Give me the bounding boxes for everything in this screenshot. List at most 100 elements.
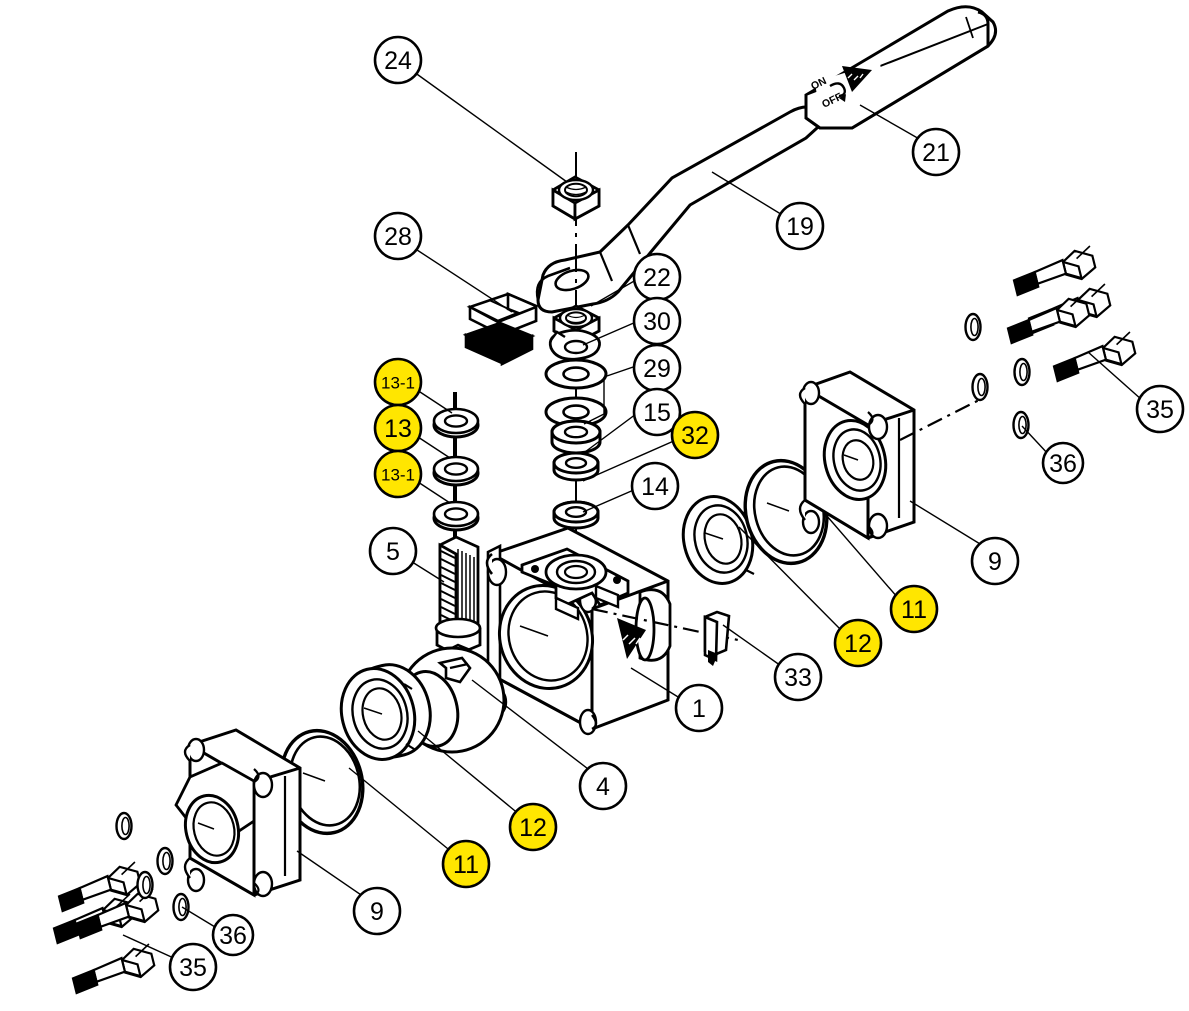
callout-14[interactable]: 14 — [630, 461, 680, 511]
callout-circle — [168, 942, 218, 992]
callout-label: 29 — [643, 355, 671, 383]
callout-24[interactable]: 24 — [373, 35, 423, 85]
leader-line — [738, 526, 844, 633]
grip-label: ON OFF — [809, 62, 884, 111]
locating-pin-part-33 — [703, 610, 731, 666]
callout-30[interactable]: 30 — [632, 296, 682, 346]
leader-line — [417, 730, 521, 816]
handle-grip-part-21: ON OFF — [804, 5, 998, 130]
leader-line — [584, 413, 637, 453]
callout-label: 15 — [643, 399, 671, 427]
callout-label: 4 — [596, 773, 610, 801]
callout-19[interactable]: 19 — [775, 201, 825, 251]
warning-triangle-decal — [617, 618, 646, 659]
bolt-washer-left-1-part-36 — [115, 811, 133, 841]
callout-label: 35 — [1146, 396, 1174, 424]
callout-9[interactable]: 9 — [352, 886, 402, 936]
callout-12[interactable]: 12 — [833, 618, 883, 668]
callout-circle — [368, 526, 418, 576]
callout-36[interactable]: 36 — [211, 913, 255, 957]
body-gasket-left-part-11 — [279, 728, 365, 836]
callout-label: 30 — [643, 308, 671, 336]
callout-circle — [630, 461, 680, 511]
callout-circle — [970, 536, 1020, 586]
leader-line — [471, 679, 593, 773]
callout-13[interactable]: 13 — [373, 403, 423, 453]
bolt-washer-right-3-part-36 — [971, 372, 989, 402]
bolt-washer-left-3-part-36 — [136, 870, 154, 900]
callout-13-1[interactable]: 13-1 — [373, 357, 423, 407]
callout-15[interactable]: 15 — [632, 387, 682, 437]
leader-line — [408, 559, 445, 583]
callout-9[interactable]: 9 — [970, 536, 1020, 586]
callout-circle — [352, 886, 402, 936]
callout-21[interactable]: 21 — [911, 127, 961, 177]
callout-label: 22 — [643, 264, 671, 292]
callout-5[interactable]: 5 — [368, 526, 418, 576]
flat-washer-upper-part-29 — [544, 358, 608, 390]
callout-13-1[interactable]: 13-1 — [373, 449, 423, 499]
callout-11[interactable]: 11 — [441, 839, 491, 889]
callout-circle — [441, 839, 491, 889]
leader-line — [583, 413, 605, 425]
leader-line — [722, 624, 785, 669]
callout-label: 12 — [519, 814, 547, 842]
callout-label: 11 — [901, 596, 927, 624]
bolt-washer-left-4-part-36 — [172, 892, 190, 922]
callout-label: 11 — [453, 851, 479, 879]
leader-line — [859, 104, 922, 141]
callout-29[interactable]: 29 — [632, 343, 682, 393]
callout-circle — [773, 652, 823, 702]
seat-ring-right-part-12 — [681, 495, 755, 585]
callout-label: 36 — [1049, 450, 1077, 478]
end-cap-flange-left-part-9 — [174, 728, 302, 898]
callout-circle — [911, 127, 961, 177]
leader-line — [348, 767, 454, 854]
callout-11[interactable]: 11 — [889, 584, 939, 634]
leader-line — [711, 171, 785, 217]
leader-line — [590, 279, 637, 307]
callout-1[interactable]: 1 — [674, 683, 724, 733]
callout-label: 21 — [922, 139, 950, 167]
callout-label: 32 — [681, 422, 709, 450]
callout-35[interactable]: 35 — [1135, 384, 1185, 434]
callout-label: 24 — [384, 47, 412, 75]
belleville-washer-part-13-1-upper — [432, 407, 480, 439]
bolt-washer-right-4-part-36 — [1012, 410, 1030, 440]
callout-12[interactable]: 12 — [508, 802, 558, 852]
handle-stop-clip-part-28 — [462, 292, 540, 367]
callout-circle — [373, 449, 423, 499]
callout-label: 36 — [219, 922, 247, 950]
callout-36[interactable]: 36 — [1041, 441, 1085, 485]
leader-line — [296, 850, 368, 900]
leader-lines — [122, 71, 1143, 961]
callout-28[interactable]: 28 — [373, 211, 423, 261]
callout-33[interactable]: 33 — [773, 652, 823, 702]
bolt-washer-right-1-part-36 — [964, 312, 982, 342]
hex-bolt-right-3-part-35 — [1003, 292, 1093, 345]
leader-line — [1021, 425, 1050, 456]
callout-circle — [373, 211, 423, 261]
callout-32[interactable]: 32 — [670, 410, 720, 460]
callout-circle — [578, 761, 628, 811]
leader-line — [413, 71, 568, 183]
callout-35[interactable]: 35 — [168, 942, 218, 992]
callout-4[interactable]: 4 — [578, 761, 628, 811]
callout-circle — [373, 35, 423, 85]
lock-washer-part-30 — [548, 328, 601, 361]
callout-circle — [889, 584, 939, 634]
bolt-washer-left-2-part-36 — [156, 846, 174, 876]
callout-label: 35 — [179, 954, 207, 982]
seat-ring-left-part-12 — [339, 663, 432, 761]
flat-washer-lower-part-29 — [544, 396, 608, 428]
callout-label: 12 — [844, 630, 872, 658]
lock-nut-part-24 — [551, 175, 601, 222]
leader-line — [1087, 351, 1143, 401]
callout-label: 5 — [386, 538, 400, 566]
callout-label: 33 — [784, 664, 812, 692]
washer-part-13 — [432, 455, 480, 487]
bolt-washer-right-2-part-36 — [1013, 357, 1031, 387]
callout-22[interactable]: 22 — [632, 252, 682, 302]
